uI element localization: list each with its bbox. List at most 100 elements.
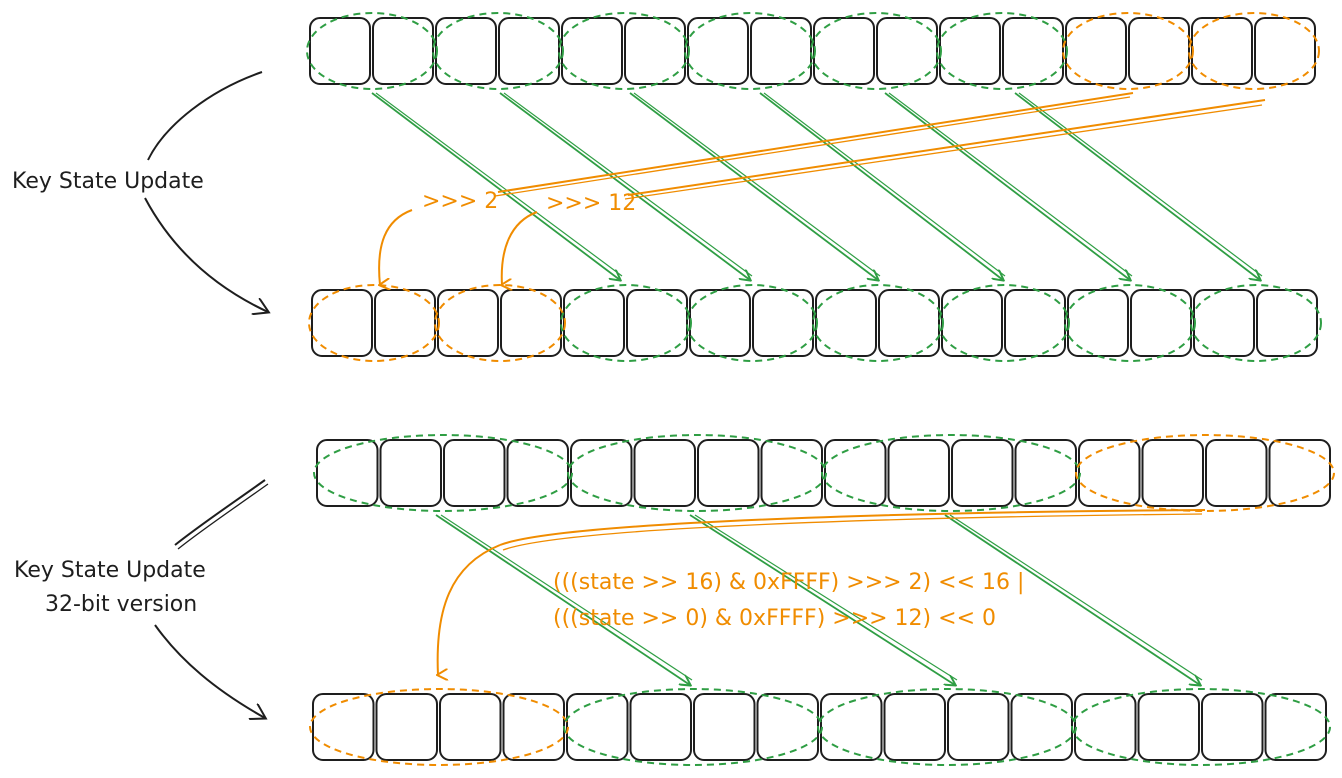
label-key-state-update-32-line2: 32-bit version <box>45 592 197 617</box>
orange-line-32bit <box>499 509 1206 546</box>
bit-cell <box>316 439 379 507</box>
shifted-group <box>432 12 564 90</box>
bit-cell <box>375 693 438 761</box>
flow-arrow-bottom-upper <box>174 479 266 546</box>
row-16bit-before <box>306 12 1320 90</box>
green-shift-arrow <box>371 92 620 280</box>
row-32bit-after <box>309 688 1331 766</box>
green-shift-arrow-double <box>440 514 693 681</box>
bit-cell <box>1014 439 1077 507</box>
bit-cell <box>379 439 442 507</box>
green-shift-arrow-double <box>949 514 1203 681</box>
bit-cell <box>570 439 633 507</box>
green-shift-arrow-double <box>633 92 881 277</box>
green-shift-arrow-double <box>375 92 623 277</box>
bit-cell <box>1010 693 1073 761</box>
green-shift-arrow <box>629 92 878 280</box>
rotated-group <box>1062 12 1194 90</box>
orange-line-32bit-double <box>502 513 1203 551</box>
green-shift-arrow-double <box>503 92 753 277</box>
flow-arrows <box>144 71 269 718</box>
shifted-group <box>686 284 818 362</box>
orange-rotate-arrow-32bit <box>438 509 1206 675</box>
bit-cell <box>1078 439 1141 507</box>
bit-cell <box>439 693 502 761</box>
orange-line-shift-12-double <box>624 104 1263 200</box>
pair-groupings <box>306 12 1320 90</box>
row-16bit-after <box>308 284 1322 362</box>
bit-cell <box>1074 693 1137 761</box>
label-key-state-update: Key State Update <box>12 169 204 194</box>
bit-cell <box>756 693 819 761</box>
bit-cell <box>629 693 692 761</box>
green-shift-arrow-double <box>763 92 1006 277</box>
shifted-group <box>1071 688 1331 766</box>
shifted-group <box>812 284 944 362</box>
rotated-group <box>1075 434 1335 512</box>
cell-boxes <box>309 17 1316 85</box>
bit-cell <box>312 693 375 761</box>
orange-curve-32bit <box>438 544 501 675</box>
cell-boxes <box>311 289 1318 357</box>
green-shift-arrow <box>499 92 750 280</box>
green-shift-arrow <box>884 92 1130 280</box>
bit-cell <box>951 439 1014 507</box>
bit-cell <box>1264 693 1327 761</box>
green-shift-arrows-32bit <box>435 514 1203 685</box>
green-shift-arrows-16bit <box>371 92 1262 280</box>
flow-arrow-top-lower <box>144 197 268 312</box>
cell-boxes <box>312 693 1327 761</box>
cell-boxes <box>316 439 1331 507</box>
quad-groupings <box>309 688 1331 766</box>
shifted-group <box>821 434 1081 512</box>
flow-arrow-bottom-lower <box>154 624 265 718</box>
bit-cell <box>1268 439 1331 507</box>
green-shift-arrow-double <box>694 514 958 681</box>
bit-cell <box>693 693 756 761</box>
bit-cell <box>883 693 946 761</box>
bit-cell <box>760 439 823 507</box>
bit-cell <box>947 693 1010 761</box>
rotated-group <box>309 688 569 766</box>
flow-arrow-top-upper <box>147 71 263 161</box>
shifted-group <box>560 284 692 362</box>
operator-shift-12: >>> 12 <box>546 191 636 216</box>
bit-cell <box>1201 693 1264 761</box>
orange-curve-to-pair-1 <box>379 209 413 285</box>
green-shift-arrow <box>1014 92 1260 280</box>
rotated-group <box>1188 12 1320 90</box>
orange-rotate-arrows-16bit <box>379 92 1266 285</box>
rotated-group <box>308 284 440 362</box>
orange-line-shift-2-double <box>494 96 1131 197</box>
bit-cell <box>506 439 569 507</box>
bit-cell <box>633 439 696 507</box>
orange-line-shift-2 <box>497 92 1134 193</box>
bit-cell <box>1137 693 1200 761</box>
bit-cell <box>443 439 506 507</box>
shifted-group <box>938 284 1070 362</box>
shifted-group <box>817 688 1077 766</box>
green-shift-arrow-double <box>888 92 1133 277</box>
shifted-group <box>563 688 823 766</box>
formula-line-1: (((state >> 16) & 0xFFFF) >>> 2) << 16 | <box>553 570 1024 595</box>
shifted-group <box>936 12 1068 90</box>
quad-groupings <box>313 434 1335 512</box>
bit-cell <box>697 439 760 507</box>
shifted-group <box>306 12 438 90</box>
green-shift-arrow <box>435 514 690 685</box>
row-32bit-before <box>313 434 1335 512</box>
bit-cell <box>1141 439 1204 507</box>
shifted-group <box>558 12 690 90</box>
orange-curve-to-pair-2 <box>502 211 538 285</box>
bit-cell <box>1205 439 1268 507</box>
green-shift-arrow <box>689 514 955 685</box>
flow-arrow-bottom-upper-double <box>177 483 269 550</box>
bit-cell <box>820 693 883 761</box>
orange-line-shift-12 <box>627 99 1266 196</box>
shifted-group <box>1064 284 1196 362</box>
shifted-group <box>684 12 816 90</box>
operator-shift-2: >>> 2 <box>422 189 498 214</box>
bit-cell <box>566 693 629 761</box>
shifted-group <box>567 434 827 512</box>
